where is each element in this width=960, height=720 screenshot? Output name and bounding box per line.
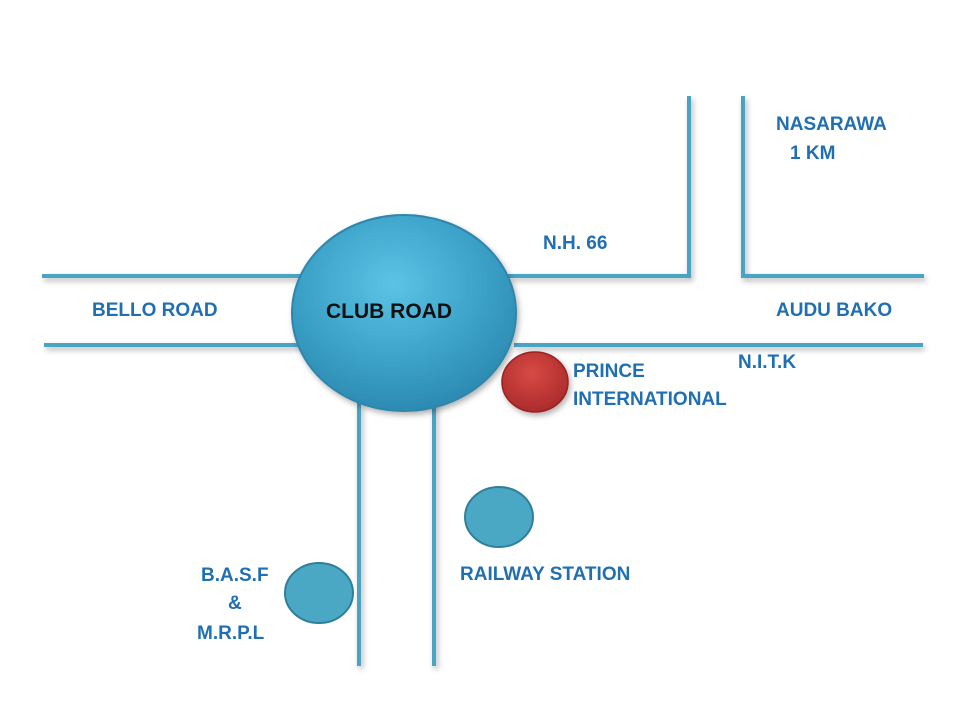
basf-label: B.A.S.F — [201, 565, 269, 586]
nh66-label: N.H. 66 — [543, 233, 608, 254]
ampersand-label: & — [228, 593, 242, 614]
club-road-label: CLUB ROAD — [326, 300, 452, 323]
international-label: INTERNATIONAL — [573, 389, 727, 410]
nasarawa-road-edge — [741, 96, 924, 278]
club-road-roundabout — [291, 214, 517, 412]
prince-label: PRINCE — [573, 361, 645, 382]
nitk-label: N.I.T.K — [738, 352, 797, 373]
railway-station-marker — [464, 486, 534, 548]
mrpl-label: M.R.P.L — [197, 623, 265, 644]
basf-mrpl-marker — [284, 562, 354, 624]
nasarawa-distance-label: 1 KM — [790, 143, 836, 164]
prince-international-marker — [501, 351, 569, 413]
audu-bako-label: AUDU BAKO — [776, 300, 893, 321]
nh66-road-top-edge — [508, 96, 691, 278]
nasarawa-label: NASARAWA — [776, 114, 887, 135]
railway-station-label: RAILWAY STATION — [460, 564, 631, 585]
bello-road-label: BELLO ROAD — [92, 300, 218, 321]
